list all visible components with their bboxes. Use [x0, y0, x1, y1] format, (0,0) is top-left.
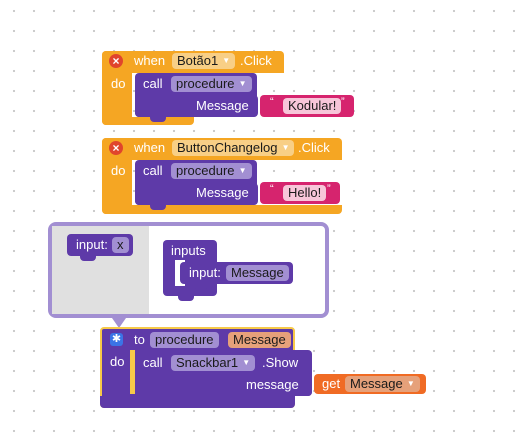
input-name-field[interactable]: x — [112, 237, 129, 253]
component-dropdown-botao1[interactable]: Botão1▼ — [172, 53, 236, 69]
arg-label: message — [246, 377, 299, 392]
procedure-definition-footer — [100, 396, 295, 408]
mutator-bubble-tail — [112, 318, 126, 328]
chevron-down-icon: ▼ — [281, 143, 290, 152]
when-keyword: when — [134, 140, 166, 155]
call-keyword: call — [143, 163, 163, 178]
chevron-down-icon: ▼ — [242, 358, 251, 367]
input-name-field[interactable]: Message — [226, 265, 289, 281]
statement-slot — [130, 350, 135, 394]
do-keyword: do — [111, 163, 126, 178]
block-notch — [178, 296, 194, 301]
variable-dropdown[interactable]: Message▼ — [345, 376, 420, 392]
inputs-label: inputs — [171, 243, 206, 258]
to-keyword: to — [134, 332, 145, 347]
call-procedure-arg-row — [135, 95, 258, 117]
block-notch — [80, 256, 96, 261]
input-label: input: — [189, 265, 221, 280]
error-icon[interactable]: × — [109, 54, 123, 68]
quote-open: “ — [270, 96, 274, 108]
call-snackbar-arg-row — [135, 373, 312, 396]
component-dropdown-snackbar1[interactable]: Snackbar1▼ — [171, 355, 256, 371]
component-dropdown-buttonchangelog[interactable]: ButtonChangelog▼ — [172, 140, 295, 156]
procedure-dropdown[interactable]: procedure▼ — [171, 163, 252, 179]
quote-close: ” — [327, 183, 331, 195]
event-block-buttonchangelog-footer — [102, 205, 342, 214]
get-keyword: get — [322, 376, 341, 391]
block-notch — [193, 284, 209, 289]
param-label: Message — [196, 98, 249, 113]
text-value-field[interactable]: Hello! — [283, 185, 327, 201]
error-icon[interactable]: × — [109, 141, 123, 155]
block-notch — [150, 396, 166, 401]
block-notch — [150, 117, 166, 122]
chevron-down-icon: ▼ — [406, 379, 415, 388]
do-keyword: do — [110, 354, 125, 369]
param-name-field[interactable]: Message — [228, 332, 291, 348]
event-block-botao1-footer — [102, 117, 194, 125]
quote-close: ” — [341, 96, 345, 108]
call-procedure-arg-row — [135, 183, 258, 205]
method-name: .Show — [262, 355, 299, 370]
do-keyword: do — [111, 76, 126, 91]
param-label: Message — [196, 185, 249, 200]
event-name: .Click — [298, 140, 330, 155]
call-keyword: call — [143, 76, 163, 91]
chevron-down-icon: ▼ — [238, 79, 247, 88]
block-notch — [150, 205, 166, 210]
call-keyword: call — [143, 355, 163, 370]
chevron-down-icon: ▼ — [222, 56, 231, 65]
input-label: input: — [76, 237, 108, 252]
procedure-dropdown[interactable]: procedure▼ — [171, 76, 252, 92]
when-keyword: when — [134, 53, 166, 68]
text-value-field[interactable]: Kodular! — [283, 98, 342, 114]
event-name: .Click — [240, 53, 272, 68]
gear-icon[interactable]: ✱ — [110, 333, 123, 346]
chevron-down-icon: ▼ — [238, 166, 247, 175]
quote-open: “ — [270, 183, 274, 195]
procedure-name-field[interactable]: procedure — [150, 332, 219, 348]
